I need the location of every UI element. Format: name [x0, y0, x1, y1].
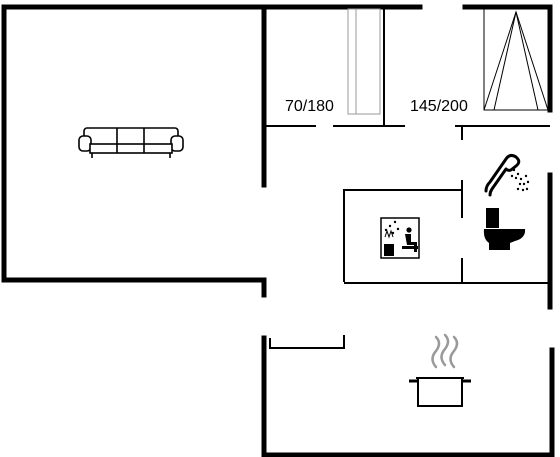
interior-walls [264, 7, 550, 349]
double-bed-size-label: 145/200 [410, 98, 468, 115]
sauna-icon [380, 217, 420, 259]
toilet-icon [483, 208, 526, 250]
sofa-icon [78, 127, 184, 158]
single-bed-size-label: 70/180 [285, 98, 334, 115]
shower-icon [484, 153, 530, 197]
cooking-pot-icon [409, 333, 471, 407]
single-bed [347, 8, 381, 115]
exterior-walls [1, 4, 555, 457]
shower-cabin [483, 8, 549, 111]
